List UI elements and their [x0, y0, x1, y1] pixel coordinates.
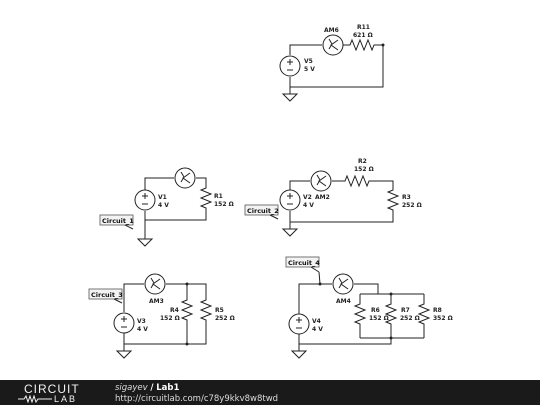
- ammeter-am4-icon[interactable]: [332, 273, 354, 295]
- circuitlab-logo[interactable]: CIRCUIT LAB: [4, 380, 104, 405]
- net-flag-circuit-1[interactable]: Circuit_1: [99, 214, 134, 230]
- ammeter-label: AM3: [149, 298, 164, 305]
- source-value: 4 V: [303, 202, 314, 209]
- ground-icon: [137, 231, 153, 247]
- circuit-2: V2 4 V AM2 R2 152 Ω R3 252 Ω Circuit_2: [244, 158, 422, 237]
- circuit-4: AM4 V4 4 V R6 152 Ω R7 252 Ω R8 352 Ω Ci…: [285, 256, 453, 359]
- ammeter-am2-icon[interactable]: [310, 170, 332, 192]
- ground-icon: [282, 221, 298, 237]
- source-label: V3: [137, 318, 146, 325]
- resistor-r3-label: R3: [402, 194, 411, 201]
- voltage-source-v5-icon[interactable]: [279, 55, 301, 77]
- resistor-r3-value: 252 Ω: [402, 202, 422, 209]
- source-value: 4 V: [312, 326, 323, 333]
- svg-text:Circuit_4: Circuit_4: [288, 259, 320, 267]
- ground-icon: [291, 343, 307, 359]
- source-value: 5 V: [304, 66, 315, 73]
- resistor-wave-icon: [18, 395, 52, 403]
- resistor-label: R11: [357, 24, 370, 31]
- ammeter-label: AM2: [315, 194, 330, 201]
- resistor-r7-label: R7: [401, 307, 410, 314]
- source-value: 4 V: [158, 202, 169, 209]
- resistor-r6-value: 152 Ω: [369, 315, 389, 322]
- resistor-r5-value: 252 Ω: [215, 315, 235, 322]
- net-flag-circuit-2[interactable]: Circuit_2: [244, 204, 279, 220]
- resistor-r2-value: 152 Ω: [354, 166, 374, 173]
- author-link[interactable]: sigayev: [115, 383, 148, 393]
- circuit-top: AM6 R11 621 Ω V5 5 V: [279, 24, 385, 102]
- source-label: V2: [303, 194, 312, 201]
- circuit-3: AM3 V3 4 V R4 152 Ω R5 252 Ω Circuit_3: [88, 273, 235, 359]
- resistor-r8-label: R8: [433, 307, 442, 314]
- source-label: V4: [312, 318, 321, 325]
- svg-text:Circuit_1: Circuit_1: [102, 217, 134, 225]
- ammeter-label: AM4: [336, 298, 351, 305]
- resistor-r4-value: 152 Ω: [160, 315, 180, 322]
- logo-bottom-text: LAB: [54, 394, 78, 404]
- project-title[interactable]: Lab1: [156, 383, 180, 393]
- footer-project-line: sigayev / Lab1: [115, 383, 179, 393]
- resistor-r7-value: 252 Ω: [400, 315, 420, 322]
- ammeter-label: AM6: [324, 27, 339, 34]
- ground-icon: [282, 86, 298, 102]
- svg-text:Circuit_2: Circuit_2: [247, 207, 279, 215]
- voltage-source-v2-icon[interactable]: [279, 189, 301, 211]
- ground-icon: [116, 343, 132, 359]
- project-url[interactable]: http://circuitlab.com/c78y9kkv8w8twd: [115, 394, 279, 404]
- svg-text:Circuit_3: Circuit_3: [91, 291, 123, 299]
- resistor-value: 152 Ω: [214, 201, 234, 208]
- net-flag-circuit-4[interactable]: Circuit_4: [285, 256, 321, 285]
- logo-top-text: CIRCUIT: [24, 382, 80, 396]
- circuit-1: V1 4 V R1 152 Ω Circuit_1: [99, 167, 234, 247]
- schematic-canvas: AM6 R11 621 Ω V5 5 V V1 4 V R1 152 Ω Cir…: [88, 24, 453, 359]
- ammeter-icon[interactable]: [174, 167, 196, 189]
- net-flag-circuit-3[interactable]: Circuit_3: [88, 288, 123, 304]
- voltage-source-v1-icon[interactable]: [134, 189, 156, 211]
- resistor-r2-label: R2: [358, 158, 367, 165]
- resistor-r5-label: R5: [215, 307, 224, 314]
- ammeter-am6-icon[interactable]: [322, 34, 344, 56]
- voltage-source-v3-icon[interactable]: [113, 312, 135, 334]
- path-separator: /: [150, 383, 154, 393]
- source-label: V5: [304, 58, 313, 65]
- resistor-r8-value: 352 Ω: [433, 315, 453, 322]
- source-value: 4 V: [137, 326, 148, 333]
- resistor-label: R1: [214, 193, 223, 200]
- ammeter-am3-icon[interactable]: [144, 273, 166, 295]
- resistor-r6-label: R6: [371, 307, 380, 314]
- voltage-source-v4-icon[interactable]: [288, 313, 310, 335]
- source-label: V1: [158, 194, 167, 201]
- resistor-r4-label: R4: [170, 307, 179, 314]
- resistor-value: 621 Ω: [353, 32, 373, 39]
- footer-bar: CIRCUIT LAB sigayev / Lab1 http://circui…: [0, 380, 540, 405]
